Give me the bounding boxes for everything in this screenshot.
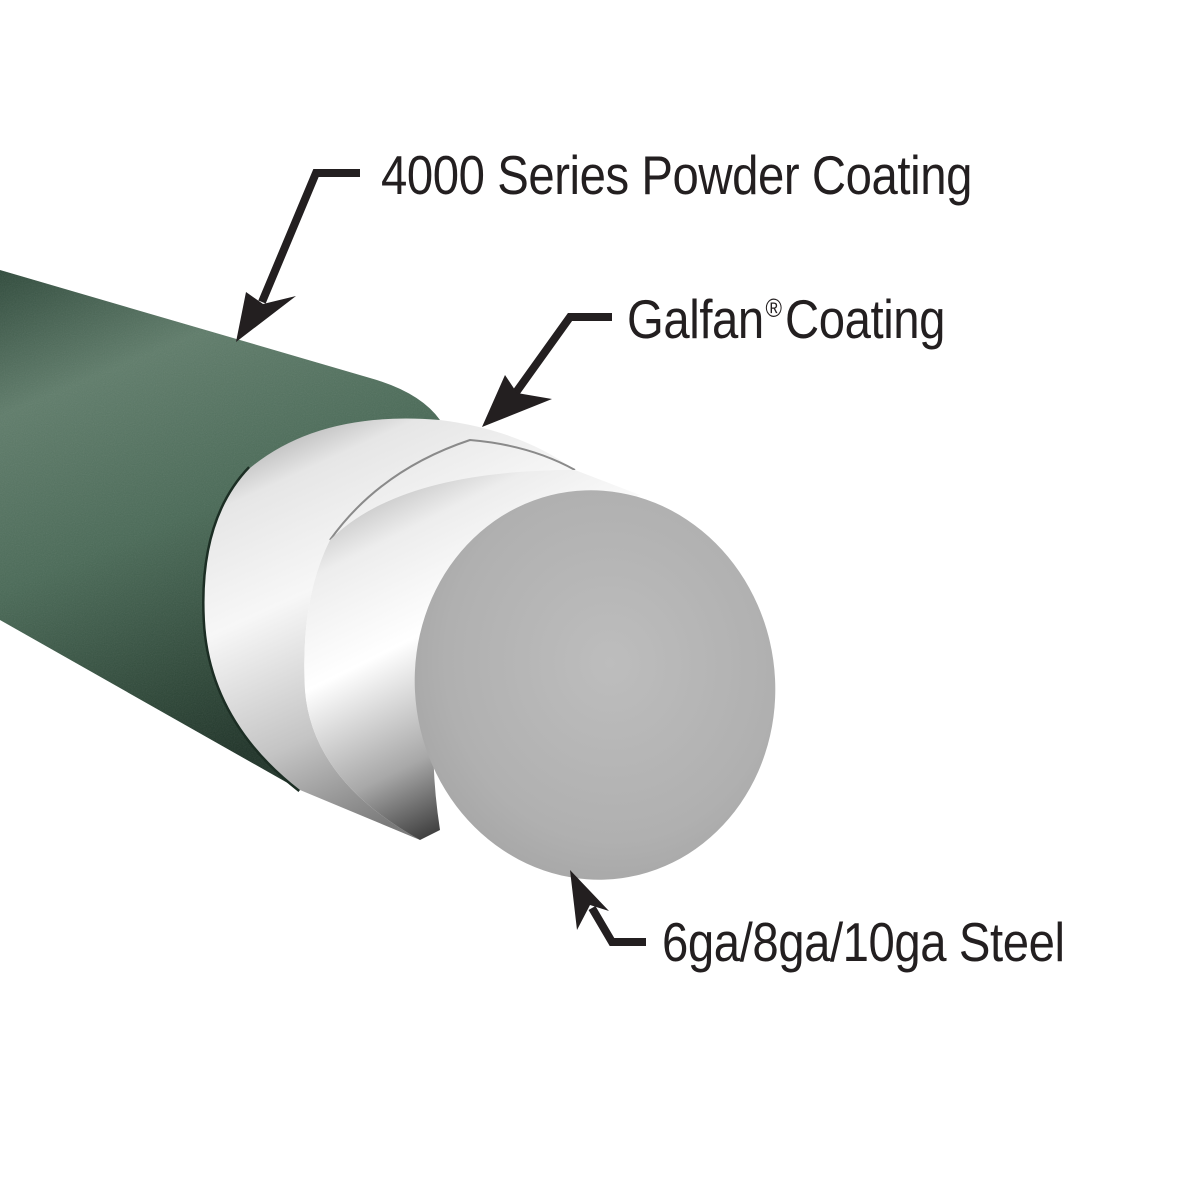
powder-coating-text: 4000 Series Powder Coating [381, 144, 972, 206]
arrow-down-left-icon [508, 313, 612, 401]
arrow-down-left-icon [258, 169, 360, 304]
registered-trademark-symbol: ® [765, 293, 782, 323]
galfan-suffix-text: Coating [784, 288, 946, 350]
galfan-coating-layer [204, 418, 576, 840]
arrow-head-galfan [482, 375, 552, 427]
arrow-up-left-icon [588, 905, 646, 946]
arrow-head-steel [570, 870, 609, 930]
steel-gauge-label: 6ga/8ga/10ga Steel [662, 915, 1065, 970]
arrow-head-powder [236, 292, 296, 342]
steel-end-face [414, 490, 776, 880]
steel-gauge-text: 6ga/8ga/10ga Steel [662, 911, 1065, 973]
powder-coating-label: 4000 Series Powder Coating [381, 148, 972, 203]
steel-core-layer [304, 470, 640, 840]
galfan-coating-label: Galfan®Coating [627, 292, 945, 347]
galfan-text: Galfan [627, 288, 764, 350]
